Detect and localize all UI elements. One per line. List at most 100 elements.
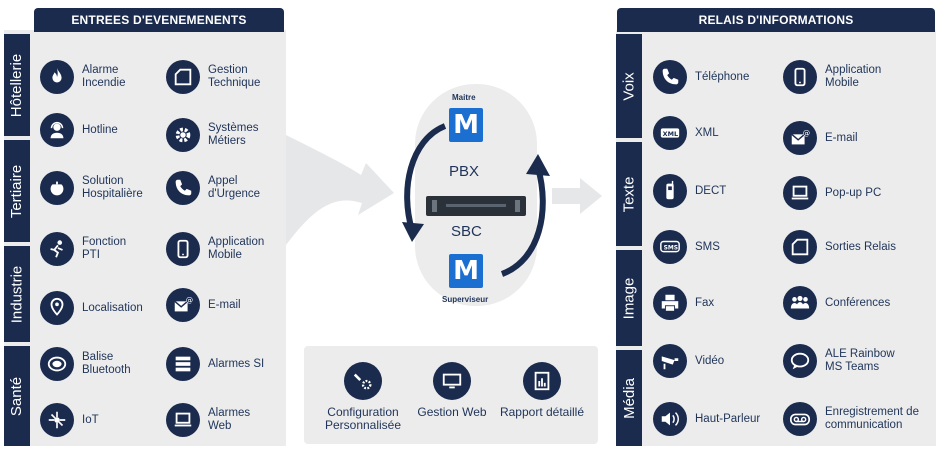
right-item-label: Fax: [695, 296, 715, 309]
sbc-label: SBC: [451, 223, 482, 240]
left-item-label: Alarme Incendie: [82, 64, 126, 89]
right-item-label: DECT: [695, 184, 727, 197]
output-arrow: [552, 178, 602, 214]
bottom-item-label: Gestion Web: [417, 405, 487, 419]
left-item-label: Fonction PTI: [82, 236, 127, 261]
left-item-iot: IoT: [40, 403, 99, 437]
right-item-label: Vidéo: [695, 354, 725, 367]
bottom-item-gestion-web: Gestion Web: [412, 362, 492, 419]
speaker-icon: [653, 402, 687, 436]
mobile-icon: [783, 60, 817, 94]
left-item-email: @ E-mail: [166, 288, 241, 322]
bluetooth-beacon-icon: [40, 347, 74, 381]
left-item-label: Gestion Technique: [208, 64, 261, 89]
conference-icon: [783, 286, 817, 320]
sector-image: Image: [616, 250, 642, 346]
left-item-label: Solution Hospitalière: [82, 175, 143, 200]
fax-icon: [653, 286, 687, 320]
right-item-label: Enregistrement de communication: [825, 406, 919, 431]
bottom-item-label: Configuration Personnalisée: [324, 405, 402, 432]
config-tools-icon: [344, 362, 382, 400]
phone-icon: [166, 171, 200, 205]
server-icon: [166, 347, 200, 381]
sector-sante: Santé: [4, 346, 30, 446]
right-item-sorties-relais: Sorties Relais: [783, 230, 896, 264]
left-item-label: Localisation: [82, 301, 143, 314]
laptop-icon: [166, 403, 200, 437]
supervisor-logo: M: [449, 254, 483, 288]
master-logo: M: [449, 108, 483, 142]
right-item-label: SMS: [695, 240, 720, 253]
relay-icon: [783, 230, 817, 264]
input-arrow: [286, 135, 394, 245]
left-item-solution-hospitaliere: Solution Hospitalière: [40, 171, 143, 205]
chat-bubble-icon: [783, 344, 817, 378]
svg-text:XML: XML: [663, 130, 678, 138]
bottom-item-configuration: Configuration Personnalisée: [318, 362, 408, 432]
sector-tertiaire: Tertiaire: [4, 140, 30, 242]
bottom-item-rapport: Rapport détaillé: [494, 362, 590, 419]
right-item-sms: SMS SMS: [653, 230, 720, 264]
left-item-fonction-pti: Fonction PTI: [40, 232, 126, 266]
svg-text:@: @: [803, 128, 810, 137]
supervisor-label: Superviseur: [442, 295, 489, 304]
right-item-label: Application Mobile: [825, 64, 882, 89]
phone-icon: [653, 60, 687, 94]
left-item-alarmes-si: Alarmes SI: [166, 347, 264, 381]
left-item-appel-urgence: Appel d'Urgence: [166, 171, 260, 205]
left-item-label: Systèmes Métiers: [208, 122, 259, 147]
nurse-icon: [40, 171, 74, 205]
left-item-application-mobile: Application Mobile: [166, 232, 264, 266]
monitor-icon: [433, 362, 471, 400]
sector-texte: Texte: [616, 142, 642, 246]
falling-person-icon: [40, 232, 74, 266]
left-item-gestion-technique: Gestion Technique: [166, 60, 260, 94]
left-item-label: Appel d'Urgence: [208, 175, 261, 200]
sector-industrie: Industrie: [4, 246, 30, 342]
left-item-alarme-incendie: Alarme Incendie: [40, 60, 125, 94]
pbx-label: PBX: [449, 163, 480, 180]
right-panel-title: RELAIS D'INFORMATIONS: [617, 8, 935, 32]
right-item-label: E-mail: [825, 131, 858, 144]
email-icon: @: [783, 121, 817, 155]
voicemail-icon: [783, 402, 817, 436]
right-item-label: ALE Rainbow MS Teams: [825, 348, 895, 373]
email-icon: @: [166, 288, 200, 322]
bottom-item-label: Rapport détaillé: [499, 405, 585, 419]
right-item-label: XML: [695, 126, 719, 139]
right-item-dect: DECT: [653, 174, 726, 208]
master-label: Maitre: [452, 93, 476, 102]
left-item-label: Balise Bluetooth: [82, 351, 131, 376]
left-item-label: Application Mobile: [208, 236, 265, 261]
left-item-label: E-mail: [208, 298, 241, 311]
left-item-hotline: Hotline: [40, 113, 118, 147]
sector-voix: Voix: [616, 34, 642, 138]
right-item-label: Sorties Relais: [825, 240, 896, 253]
right-item-rainbow-teams: ALE Rainbow MS Teams: [783, 344, 895, 378]
sbc-device-icon: [426, 196, 526, 216]
dect-icon: [653, 174, 687, 208]
svg-text:SMS: SMS: [664, 244, 678, 251]
gestion-technique-icon: [166, 60, 200, 94]
xml-icon: XML: [653, 116, 687, 150]
laptop-icon: [783, 176, 817, 210]
svg-text:@: @: [186, 295, 193, 304]
left-item-alarmes-web: Alarmes Web: [166, 403, 250, 437]
right-item-video: Vidéo: [653, 344, 724, 378]
location-pin-icon: [40, 291, 74, 325]
gear-icon: [166, 118, 200, 152]
flame-icon: [40, 60, 74, 94]
right-item-label: Téléphone: [695, 70, 750, 83]
left-item-balise-bluetooth: Balise Bluetooth: [40, 347, 131, 381]
right-item-application-mobile: Application Mobile: [783, 60, 881, 94]
sync-arrows: [402, 123, 550, 277]
left-item-localisation: Localisation: [40, 291, 143, 325]
iot-icon: [40, 403, 74, 437]
sector-hotellerie: Hôtellerie: [4, 34, 30, 136]
right-item-email: @ E-mail: [783, 121, 858, 155]
right-item-label: Conférences: [825, 296, 891, 309]
left-item-systemes-metiers: Systèmes Métiers: [166, 118, 259, 152]
report-icon: [523, 362, 561, 400]
right-item-enregistrement: Enregistrement de communication: [783, 402, 919, 436]
sector-media: Média: [616, 350, 642, 446]
